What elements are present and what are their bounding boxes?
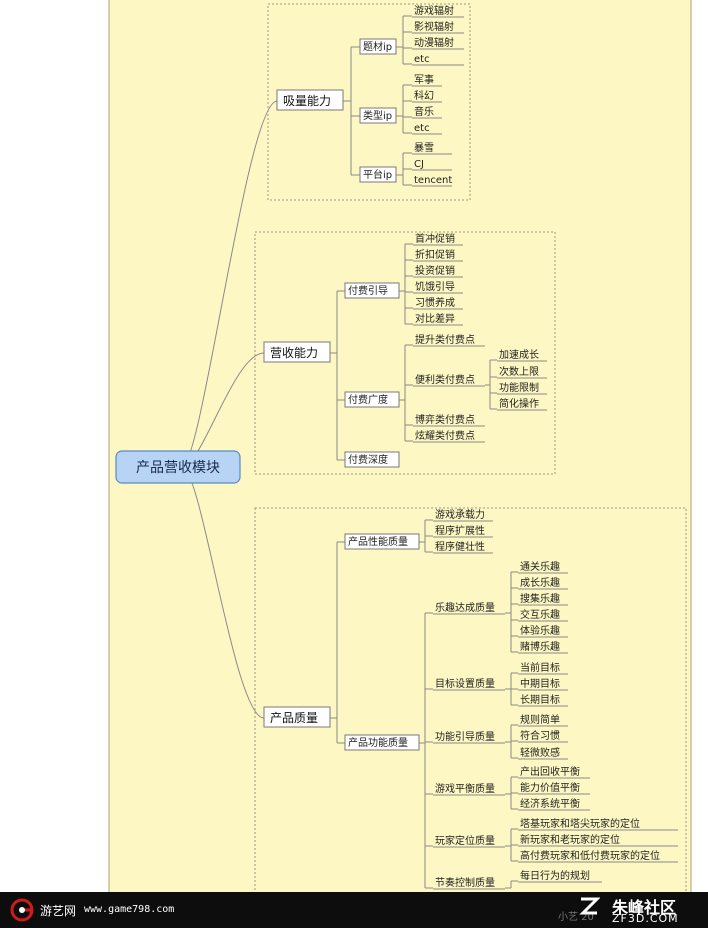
leaf-label: 折扣促销 [415,248,455,261]
leaf-label: 次数上限 [499,365,539,378]
leaf-label: 科幻 [414,89,434,102]
branch-label: 吸量能力 [283,94,331,108]
subtopic-label: 产品性能质量 [348,535,408,548]
leaf-label: 习惯养成 [415,296,455,309]
branch-label: 营收能力 [270,346,318,360]
subtopic-label: 产品功能质量 [348,736,408,749]
leaf-label: 程序健壮性 [435,540,485,553]
branch-box [263,341,331,363]
footer-domain: ZF3D.COM [612,912,679,925]
leaf-label: 交互乐趣 [520,608,560,621]
group-frame [254,231,556,475]
subtopic-label-box [359,107,397,124]
subtopic-label: 平台ip [363,168,392,181]
group-frame [267,3,471,201]
z-mark-icon [579,897,600,915]
subtopic-label-box [344,282,400,299]
leaf-label: 高付费玩家和低付费玩家的定位 [520,849,660,862]
leaf-label: 通关乐趣 [520,560,560,573]
footer-community: 朱峰社区 [612,898,677,917]
leaf-label: 加速成长 [499,349,539,361]
leaf-label: 军事 [414,73,434,86]
leaf-label: 经济系统平衡 [520,797,580,810]
branch-box [276,89,344,111]
leaf-label: 暴雪 [414,142,434,154]
canvas-background [108,0,692,892]
subtopic-label: 便利类付费点 [415,373,475,386]
leaf-label: 游戏承载力 [435,508,485,521]
footer-faint-text: 小艺 20 [558,912,594,923]
subtopic-label-box [344,451,400,468]
leaf-label: 首冲促销 [415,232,455,245]
leaf-label: 影视辐射 [414,20,454,33]
leaf-label: 对比差异 [415,312,455,325]
leaf-label: 程序扩展性 [435,524,485,537]
leaf-label: 搜集乐趣 [520,592,560,605]
leaf-label: 规则简单 [520,713,560,726]
subtopic-label: 玩家定位质量 [435,834,495,847]
root-node [115,450,241,484]
subtopic-label: 付费深度 [348,453,388,466]
leaf-label: 塔基玩家和塔尖玩家的定位 [520,817,640,830]
subtopic-label: 付费广度 [348,393,388,406]
branch-label: 产品质量 [270,711,318,725]
leaf-label: 新玩家和老玩家的定位 [520,833,620,846]
leaf-label: 简化操作 [499,397,539,410]
leaf-label: 投资促销 [415,264,455,277]
leaf-label: tencent [414,175,452,186]
leaf-label: CJ [414,159,424,170]
leaf-label: 功能限制 [499,381,539,394]
subtopic-label-box [359,166,397,183]
subtopic-label: 提升类付费点 [415,333,475,346]
subtopic-label: 游戏平衡质量 [435,782,495,795]
subtopic-label-box [344,391,400,408]
subtopic-label: 博弈类付费点 [415,413,475,426]
leaf-label: 动漫辐射 [414,36,454,49]
leaf-label: 每日行为的规划 [520,869,590,882]
leaf-label: 音乐 [414,105,434,118]
g-swirl-logo-icon [10,898,34,922]
leaf-label: etc [414,54,430,65]
branch-box [263,706,331,728]
subtopic-label: 目标设置质量 [435,678,495,690]
leaf-label: 赌博乐趣 [520,640,560,653]
leaf-label: 成长乐趣 [520,576,560,589]
subtopic-label: 乐趣达成质量 [435,601,495,614]
leaf-label: etc [414,123,430,134]
subtopic-label-box [359,38,397,55]
subtopic-label: 题材ip [363,40,392,53]
subtopic-label-box [344,533,420,550]
subtopic-label: 功能引导质量 [435,730,495,743]
leaf-label: 饥饿引导 [415,280,455,293]
group-frame [254,507,687,892]
root-connector [181,100,278,468]
leaf-label: 长期目标 [520,694,560,706]
subtopic-label: 付费引导 [348,284,388,297]
leaf-label: 符合习惯 [520,729,560,742]
root-label: 产品营收模块 [136,460,220,476]
leaf-label: 游戏辐射 [414,4,454,17]
leaf-label: 当前目标 [520,661,560,674]
footer-site: www.game798.com [84,904,175,915]
leaf-label: 能力价值平衡 [520,781,580,794]
subtopic-label: 节奏控制质量 [435,876,495,889]
leaf-label: 中期目标 [520,677,560,690]
subtopic-label: 类型ip [363,109,392,122]
footer-brand: 游艺网 [40,904,77,918]
subtopic-label-box [344,734,420,751]
leaf-label: 产出回收平衡 [520,765,580,778]
subtopic-label: 炫耀类付费点 [415,429,475,442]
footer-bar: 游艺网 www.game798.com 小艺 20 朱峰社区 ZF3D.COM [0,892,708,928]
leaf-label: 体验乐趣 [520,624,560,637]
leaf-label: 轻微败感 [520,746,560,759]
